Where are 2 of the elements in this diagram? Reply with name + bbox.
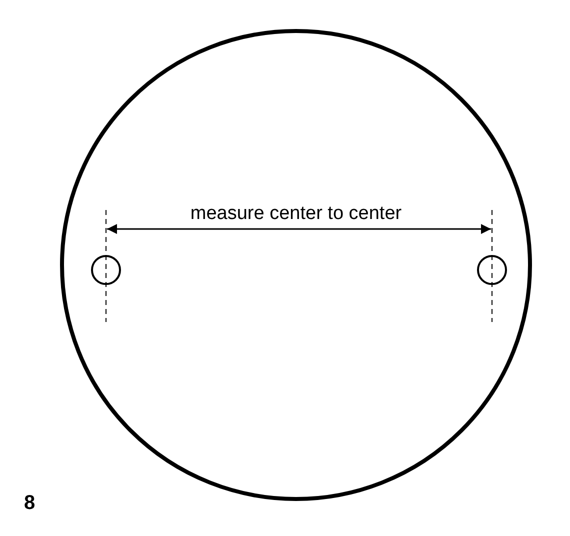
- figure-number: 8: [24, 492, 36, 515]
- dimension-label: measure center to center: [190, 203, 402, 225]
